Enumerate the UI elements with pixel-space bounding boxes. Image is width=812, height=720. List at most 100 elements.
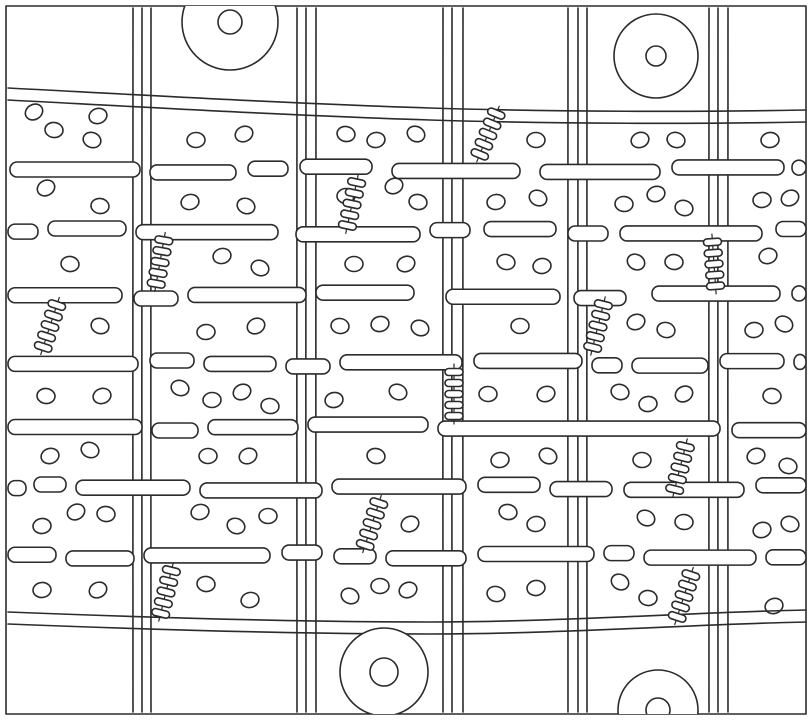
- cell-dot: [760, 132, 779, 149]
- fiber-segment: [478, 477, 540, 492]
- cell-dot: [64, 501, 87, 523]
- cell-dot: [199, 448, 218, 464]
- tuft-bead: [705, 260, 723, 268]
- fiber-segment: [248, 161, 288, 176]
- cell-dot: [625, 312, 647, 333]
- cell-dot: [665, 130, 687, 150]
- fiber-segment: [316, 285, 414, 300]
- cell-dot: [629, 130, 651, 150]
- cell-dot: [655, 320, 676, 339]
- fiber-segment: [150, 353, 194, 368]
- tuft: [337, 173, 367, 235]
- cell-dot: [60, 255, 80, 273]
- tuft-bead: [445, 413, 463, 420]
- cell-dot: [511, 318, 529, 333]
- fiber-segment: [592, 358, 622, 373]
- tuft-bead: [583, 342, 602, 353]
- cell-dot: [179, 192, 200, 211]
- cell-dot: [96, 505, 116, 522]
- cell-dot: [762, 387, 782, 404]
- tuft: [354, 493, 390, 556]
- fiber-segment: [204, 356, 276, 371]
- tuft-bead: [671, 600, 690, 612]
- lower-boundary-line: [8, 622, 806, 634]
- cell-dot: [32, 582, 51, 599]
- fiber-segment: [48, 221, 126, 236]
- cell-dot: [490, 451, 511, 469]
- tuft-bead: [340, 209, 359, 220]
- fiber-segment: [732, 423, 806, 438]
- fiber-segment: [484, 222, 556, 237]
- band-line: [717, 8, 718, 712]
- tuft-bead: [342, 199, 361, 210]
- fiber-segment: [208, 420, 298, 435]
- tuft-bead: [347, 177, 366, 188]
- cell-dot: [366, 131, 387, 149]
- cell-dot: [345, 257, 363, 272]
- tuft: [32, 295, 68, 358]
- cell-dot: [233, 123, 256, 144]
- cell-dot: [81, 130, 103, 150]
- fiber-segment: [644, 550, 756, 565]
- cell-dot: [672, 383, 695, 405]
- cell-dot: [638, 590, 657, 607]
- cell-dot: [397, 580, 419, 601]
- tuft-bead: [44, 309, 63, 321]
- tuft-bead: [681, 569, 700, 581]
- fiber-segment: [8, 288, 122, 303]
- tuft-bead: [369, 497, 388, 509]
- fiber-segment: [430, 223, 470, 238]
- tuft-bead: [40, 320, 59, 332]
- tuft-bead: [359, 528, 378, 540]
- cell-dot: [745, 446, 767, 466]
- cell-dot: [485, 585, 506, 604]
- cell-dot: [408, 193, 429, 212]
- band-line: [462, 8, 463, 712]
- cell-dot: [44, 121, 64, 138]
- cell-dot: [527, 187, 550, 209]
- fiber-segment: [134, 291, 178, 306]
- fiber-segment: [478, 546, 594, 561]
- fiber-segment: [152, 423, 198, 438]
- cell-dot: [90, 197, 110, 214]
- cell-dot: [405, 123, 428, 144]
- cell-dot: [371, 579, 389, 594]
- cell-dot: [211, 247, 232, 266]
- tuft-bead: [673, 452, 692, 463]
- cell-dot: [526, 579, 546, 597]
- fiber-segment: [474, 353, 582, 368]
- fiber-segment: [766, 550, 806, 565]
- fiber-segment: [438, 421, 720, 436]
- cell-dot: [537, 445, 560, 466]
- tuft-bead: [162, 565, 181, 576]
- fiber-segment: [446, 289, 560, 304]
- cell-dot: [609, 382, 630, 401]
- tuft-bead: [703, 238, 721, 246]
- tuft-bead: [37, 330, 56, 342]
- tuft-bead: [156, 586, 175, 597]
- cell-dot: [260, 397, 281, 415]
- fiber-segment: [792, 160, 806, 175]
- cell-dot: [34, 177, 57, 199]
- cell-dot: [744, 321, 764, 338]
- cell-dot: [625, 251, 648, 273]
- cell-dot: [751, 520, 773, 540]
- fiber-segment: [8, 356, 138, 371]
- cell-dot: [495, 253, 516, 272]
- fiber-segment: [308, 417, 428, 432]
- fiber-segment: [10, 162, 140, 177]
- fiber-segment: [620, 226, 762, 241]
- fiber-segment: [282, 545, 322, 560]
- tuft-bead: [445, 380, 463, 387]
- tuft: [150, 561, 182, 624]
- fiber-segment: [792, 286, 806, 301]
- tuft-bead: [668, 611, 687, 623]
- cell-dot: [777, 456, 799, 476]
- cell-dot: [645, 184, 667, 204]
- tuft-bead: [366, 507, 385, 519]
- cell-dot: [245, 315, 268, 337]
- tuft: [445, 364, 463, 424]
- fiber-segment: [286, 359, 330, 374]
- tuft: [703, 233, 725, 294]
- cell-dot: [498, 503, 519, 522]
